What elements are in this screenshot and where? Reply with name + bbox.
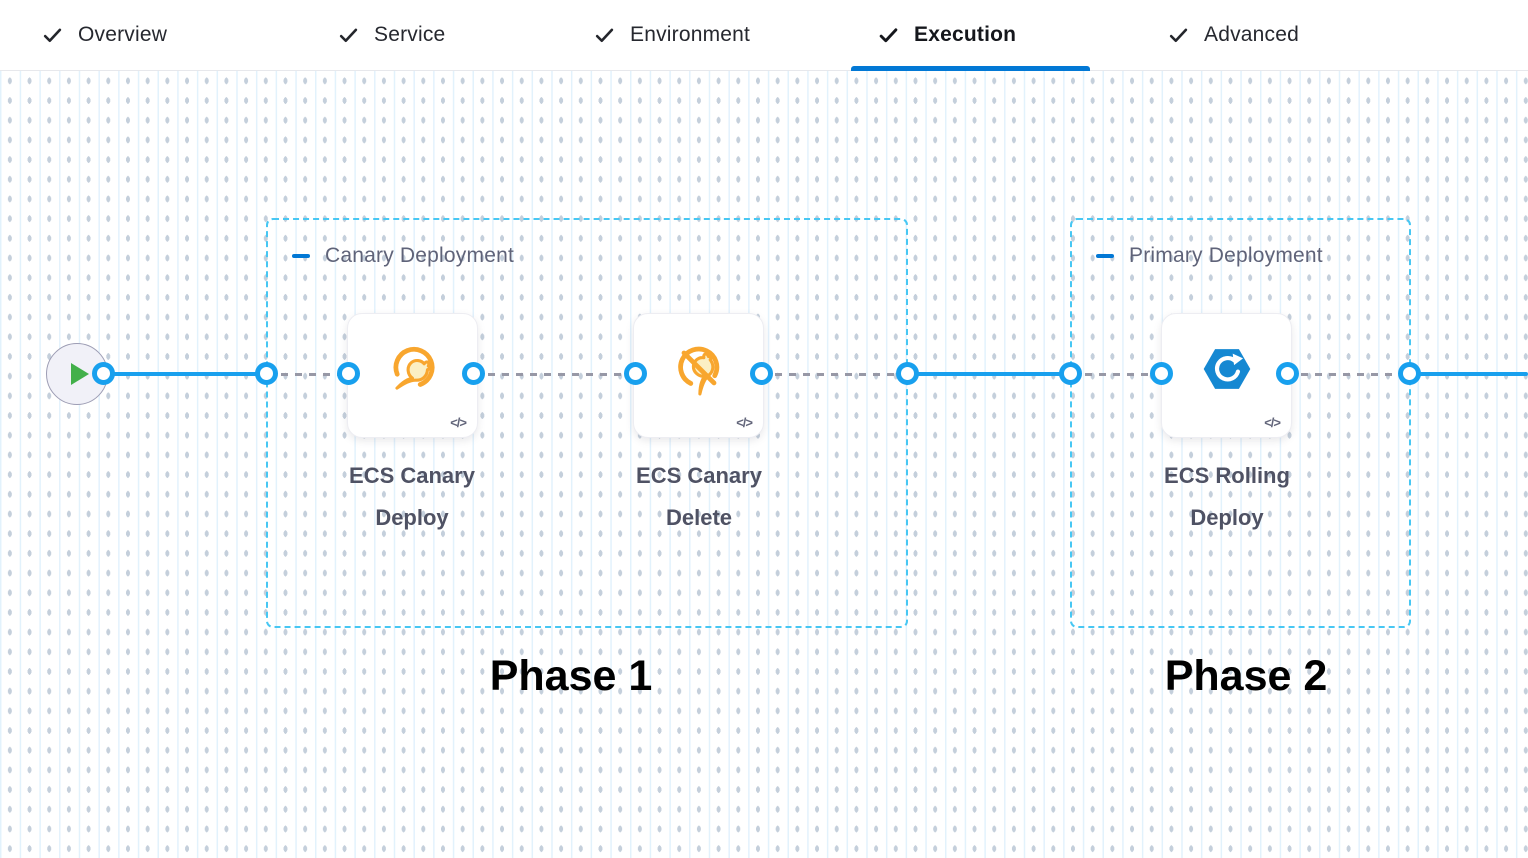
group-title: Canary Deployment: [325, 244, 514, 267]
connector-dashed-line: [267, 372, 348, 376]
connector-line: [1410, 372, 1528, 376]
connector-dashed-line: [1287, 372, 1410, 376]
pipeline-start-node[interactable]: [46, 343, 108, 405]
collapse-minus-icon[interactable]: [292, 254, 310, 258]
link-port[interactable]: [1276, 362, 1299, 385]
tab-label: Advanced: [1204, 23, 1300, 46]
link-port[interactable]: [92, 362, 115, 385]
code-icon: </>: [736, 415, 753, 430]
connector-line: [103, 372, 267, 376]
check-icon: [878, 25, 899, 46]
check-icon: [42, 25, 63, 46]
active-tab-underline: [851, 66, 1090, 71]
link-port[interactable]: [255, 362, 278, 385]
link-port[interactable]: [624, 362, 647, 385]
tab-label: Environment: [630, 23, 751, 46]
link-port[interactable]: [896, 362, 919, 385]
ecs-rolling-icon: [1203, 349, 1250, 389]
tab-label: Execution: [914, 23, 1017, 46]
step-ecs-canary-delete[interactable]: </>: [633, 313, 764, 438]
play-icon: [70, 363, 89, 385]
code-icon: </>: [1264, 415, 1281, 430]
tab-environment[interactable]: Environment: [594, 0, 750, 70]
link-port[interactable]: [1059, 362, 1082, 385]
link-port[interactable]: [1150, 362, 1173, 385]
connector-dashed-line: [474, 372, 635, 376]
group-title: Primary Deployment: [1129, 244, 1323, 267]
phase-annotation: Phase 1: [489, 652, 653, 700]
check-icon: [338, 25, 359, 46]
check-icon: [1168, 25, 1189, 46]
tab-service[interactable]: Service: [338, 0, 445, 70]
link-port[interactable]: [462, 362, 485, 385]
tab-execution[interactable]: Execution: [878, 0, 1016, 70]
tab-label: Overview: [78, 23, 168, 46]
group-header: Canary Deployment: [292, 244, 514, 268]
link-port[interactable]: [337, 362, 360, 385]
tab-overview[interactable]: Overview: [42, 0, 167, 70]
link-port[interactable]: [750, 362, 773, 385]
collapse-minus-icon[interactable]: [1096, 254, 1114, 258]
connector-line: [907, 372, 1071, 376]
canary-icon: [393, 346, 435, 390]
step-group-canary-deployment[interactable]: Canary Deployment: [266, 218, 908, 628]
stage-setup-tab-bar: Overview Service Environment Execution A…: [0, 0, 1528, 71]
check-icon: [594, 25, 615, 46]
pipeline-canvas[interactable]: Canary Deployment Primary Deployment </>: [0, 71, 1528, 858]
connector-dashed-line: [1071, 372, 1161, 376]
step-ecs-canary-deploy[interactable]: </>: [347, 313, 478, 438]
connector-dashed-line: [761, 372, 907, 376]
tab-label: Service: [374, 23, 446, 46]
phase-annotation: Phase 2: [1164, 652, 1328, 700]
step-name-label: ECS Canary Delete: [636, 463, 762, 530]
step-name-label: ECS Canary Deploy: [349, 463, 475, 530]
step-group-primary-deployment[interactable]: Primary Deployment: [1070, 218, 1411, 628]
code-icon: </>: [450, 415, 467, 430]
group-header: Primary Deployment: [1096, 244, 1323, 268]
link-port[interactable]: [1398, 362, 1421, 385]
step-ecs-rolling-deploy[interactable]: </>: [1161, 313, 1292, 438]
step-name-label: ECS Rolling Deploy: [1164, 463, 1290, 530]
canary-delete-icon: [677, 346, 719, 396]
tab-advanced[interactable]: Advanced: [1168, 0, 1299, 70]
